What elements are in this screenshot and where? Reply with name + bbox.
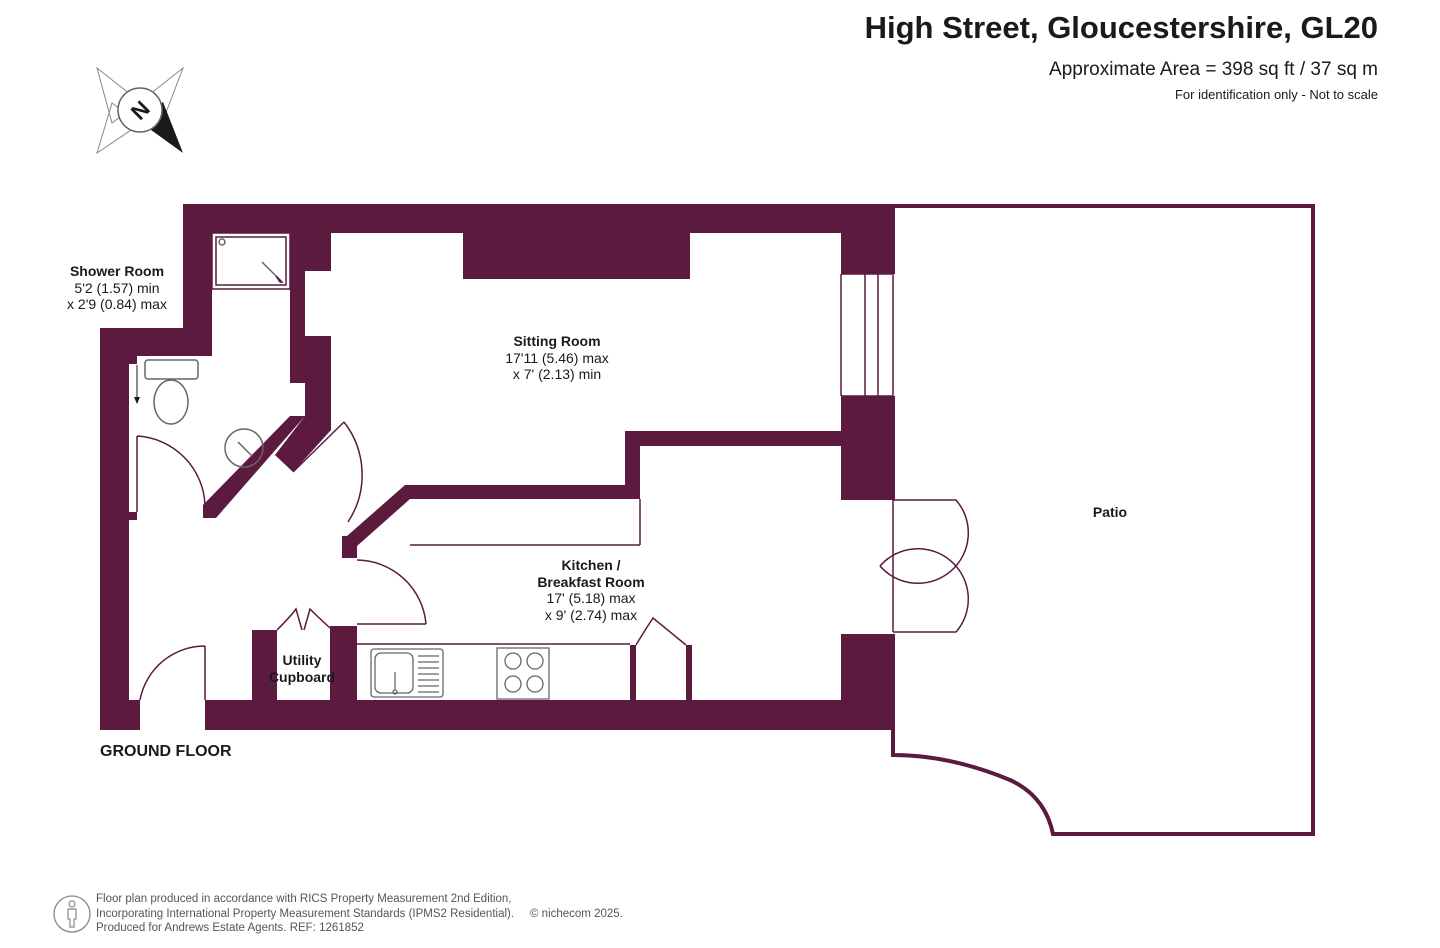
kitchen-label: Kitchen / Breakfast Room 17' (5.18) max …	[537, 557, 644, 623]
property-title: High Street, Gloucestershire, GL20	[864, 10, 1378, 45]
sitting-room-name: Sitting Room	[513, 333, 601, 349]
footer-line-1: Floor plan produced in accordance with R…	[96, 893, 512, 905]
approximate-area: Approximate Area = 398 sq ft / 37 sq m	[1049, 59, 1378, 80]
walls	[100, 204, 895, 730]
north-compass-icon: N	[96, 66, 185, 155]
floor-label: GROUND FLOOR	[100, 743, 232, 760]
shower-room-name: Shower Room	[69, 263, 165, 279]
utility-name-line-2: Cupboard	[268, 668, 336, 685]
kitchen-name-line-2: Breakfast Room	[537, 573, 645, 590]
utility-name-line-1: Utility	[282, 652, 322, 668]
shower-room-dim-2: x 2'9 (0.84) max	[67, 296, 167, 312]
kitchen-name-line-1: Kitchen /	[561, 557, 621, 573]
scale-disclaimer: For identification only - Not to scale	[1174, 87, 1378, 102]
interior-lines	[134, 232, 970, 701]
footer-copyright: © nichecom 2025.	[530, 907, 623, 920]
kitchen-sink-icon	[370, 648, 444, 698]
patio-name: Patio	[1092, 504, 1128, 520]
sitting-room-dim-2: x 7' (2.13) min	[512, 366, 602, 382]
shower-room-label: Shower Room 5'2 (1.57) min x 2'9 (0.84) …	[67, 263, 167, 313]
person-scale-icon	[53, 895, 91, 933]
utility-cupboard-label: Utility Cupboard	[269, 652, 335, 685]
patio-outline	[891, 204, 1315, 836]
sitting-room-dim-1: 17'11 (5.46) max	[505, 349, 609, 366]
hob-icon	[496, 647, 550, 700]
kitchen-dim-2: x 9' (2.74) max	[544, 606, 638, 623]
footer-line-2: Incorporating International Property Mea…	[96, 907, 515, 920]
shower-room-dim-1: 5'2 (1.57) min	[74, 279, 160, 296]
kitchen-dim-1: 17' (5.18) max	[546, 590, 636, 606]
footer-line-3: Produced for Andrews Estate Agents. REF:…	[96, 922, 364, 934]
footer-notes: Floor plan produced in accordance with R…	[96, 892, 623, 936]
patio-label: Patio	[1093, 504, 1127, 521]
sitting-room-label: Sitting Room 17'11 (5.46) max x 7' (2.13…	[505, 333, 609, 383]
